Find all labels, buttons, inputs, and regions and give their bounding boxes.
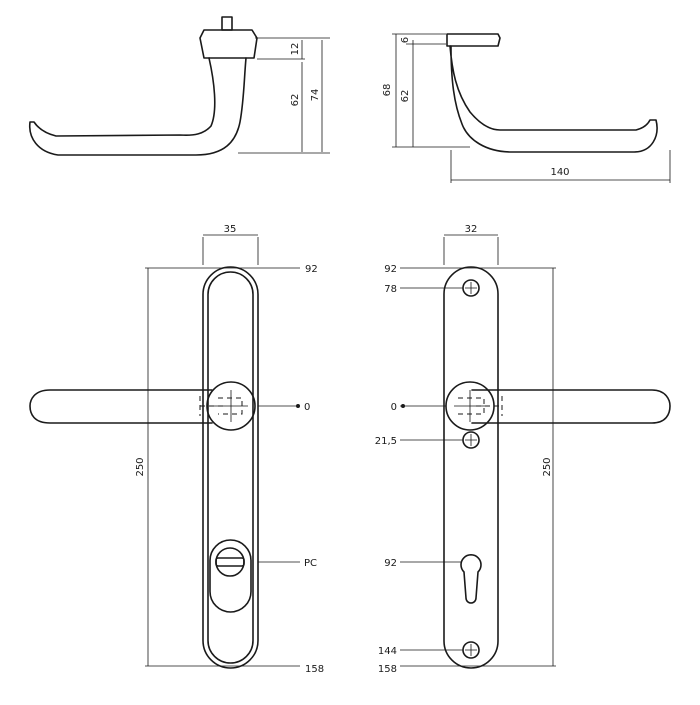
front-view-left: 35 250 92 0 PC 158 — [29, 224, 324, 675]
dim-12-label: 12 — [290, 43, 301, 56]
side-view-left: 12 62 74 — [29, 16, 330, 156]
mark-92-top-label: 92 — [384, 264, 397, 275]
center-mark — [296, 404, 300, 408]
dim-32-label: 32 — [465, 224, 478, 235]
backplate-right — [443, 266, 499, 669]
side-view-right: 6 62 68 140 — [382, 33, 671, 183]
dim-lines-front-right — [400, 234, 556, 667]
mark-78-label: 78 — [384, 284, 397, 295]
dim-62-right-label: 62 — [400, 90, 411, 103]
mark-0-label: 0 — [304, 402, 310, 413]
dim-lines-right — [392, 33, 671, 183]
center-mark-right — [401, 404, 405, 408]
dim-6-label: 6 — [400, 37, 411, 43]
dim-lines-front-left — [145, 234, 300, 667]
mark-92-label: 92 — [305, 264, 318, 275]
center-cross — [214, 390, 248, 422]
lever-front — [29, 389, 213, 424]
cylinder-ring — [215, 547, 245, 577]
screw-crosses — [465, 282, 477, 656]
dim-68-label: 68 — [382, 84, 393, 97]
backplate-inner — [207, 271, 254, 664]
mark-158-label: 158 — [305, 664, 324, 675]
cylinder-cutout — [460, 554, 482, 604]
mark-0-right-label: 0 — [391, 402, 397, 413]
lever-front-right — [471, 389, 671, 424]
front-view-right: 32 250 92 78 0 21,5 92 144 158 — [375, 224, 671, 675]
dim-lines — [238, 37, 330, 154]
rose — [199, 29, 258, 59]
rose-top — [446, 33, 501, 47]
mark-pc-label: PC — [304, 558, 317, 569]
dim-250-right-label: 250 — [542, 457, 553, 476]
mark-144-label: 144 — [378, 646, 397, 657]
mark-92-cyl-label: 92 — [384, 558, 397, 569]
lever-arm — [29, 57, 247, 156]
mark-21-5-label: 21,5 — [375, 436, 397, 447]
dim-250-label: 250 — [135, 457, 146, 476]
rose-front — [206, 381, 256, 431]
cylinder-key — [215, 557, 245, 567]
dim-35-label: 35 — [224, 224, 237, 235]
dim-62-label: 62 — [290, 94, 301, 107]
backplate-outer — [202, 266, 259, 669]
dim-74-label: 74 — [310, 89, 321, 102]
spindle — [221, 16, 233, 31]
lever-arm-right — [449, 45, 658, 153]
center-cross-right — [454, 390, 486, 422]
mark-158-right-label: 158 — [378, 664, 397, 675]
dim-140-label: 140 — [550, 167, 569, 178]
cylinder-cover — [209, 539, 252, 613]
